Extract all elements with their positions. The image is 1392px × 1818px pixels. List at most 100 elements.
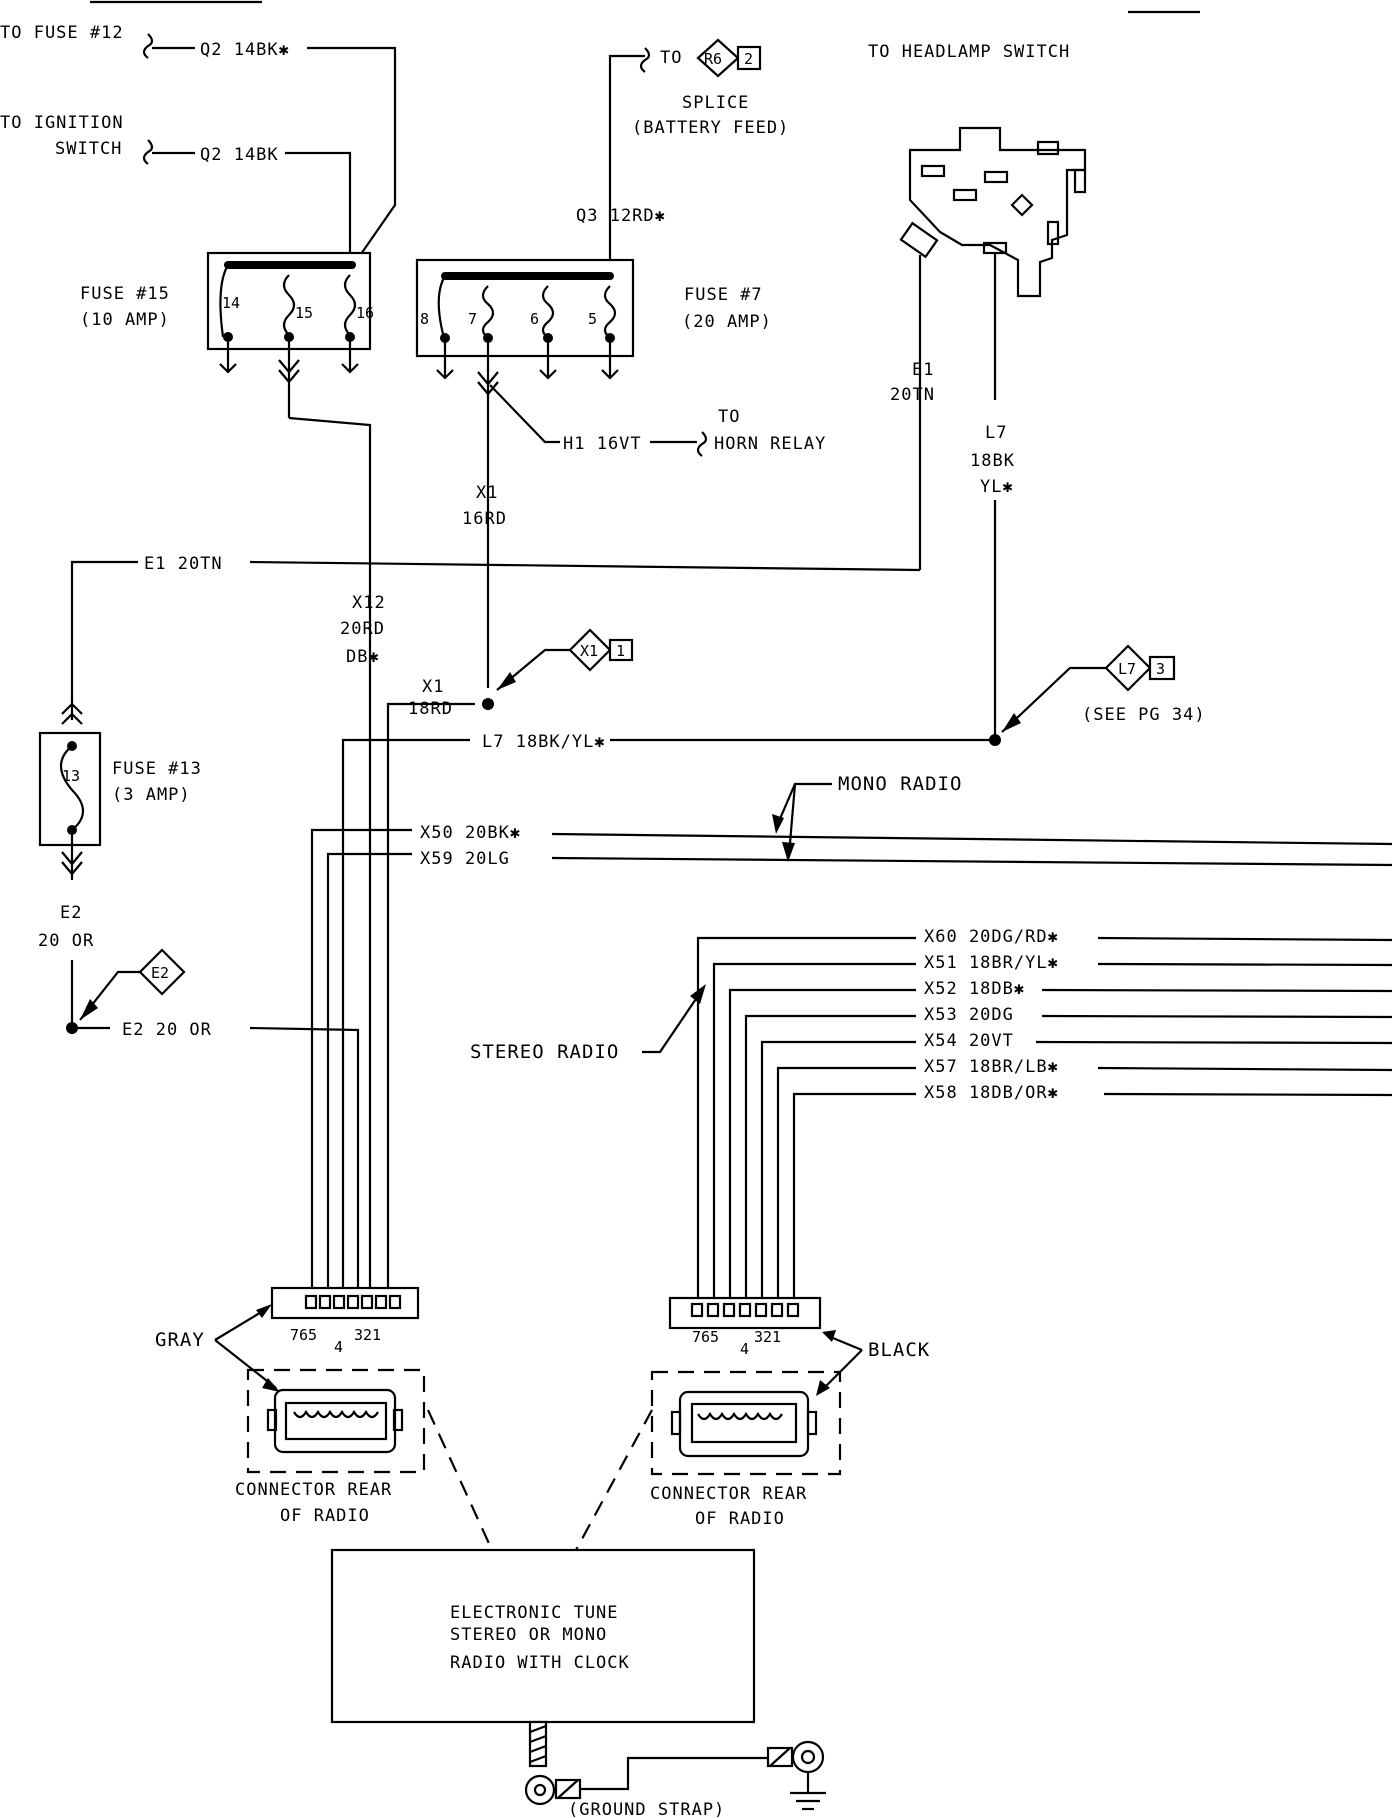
headlamp-switch-body xyxy=(908,126,1087,298)
fuse7-pin-5: 5 xyxy=(588,310,597,328)
splice-label: SPLICE xyxy=(682,93,749,113)
headlamp-switch: E1 20TN L7 18BK YL✱ xyxy=(890,126,1087,740)
fuse13-link xyxy=(59,745,85,831)
pin-row xyxy=(293,1409,379,1419)
x52-label: X52 18DB✱ xyxy=(924,979,1025,999)
arrow-down-icon xyxy=(436,369,454,380)
x58-label: X58 18DB/OR✱ xyxy=(924,1083,1059,1103)
connector-chevron-icon xyxy=(477,371,499,386)
splice-dot xyxy=(482,698,494,710)
see-pg-label: (SEE PG 34) xyxy=(1082,705,1206,725)
arrow-icon xyxy=(497,672,516,690)
fuse7-link-8 xyxy=(437,275,446,339)
arrow-down-icon xyxy=(219,363,237,374)
e2-wire: E2 20 OR E2 E2 20 OR xyxy=(38,903,360,1290)
leader-line xyxy=(575,1409,653,1551)
x12-20rd-label: 20RD xyxy=(340,619,385,639)
radio-unit: ELECTRONIC TUNE STEREO OR MONO RADIO WIT… xyxy=(330,1548,756,1724)
h1-16vt-label: H1 16VT xyxy=(563,434,642,454)
arrow-icon xyxy=(772,814,784,834)
fuse7-link-7 xyxy=(481,285,495,339)
x1-16rd-label: 16RD xyxy=(462,509,507,529)
e1-label: E1 xyxy=(912,360,934,380)
fuse13-num: 13 xyxy=(62,767,80,785)
gray-label: GRAY xyxy=(155,1329,205,1351)
black-connector-rear-label: CONNECTOR REAR xyxy=(650,1484,807,1504)
fuse-15: 14 15 16 FUSE #15 (10 AMP) xyxy=(80,251,374,418)
battery-feed-label: (BATTERY FEED) xyxy=(632,118,789,138)
stereo-radio-bus: X60 20DG/RD✱ X51 18BR/YL✱ X52 18DB✱ X53 … xyxy=(470,927,1392,1300)
e2-20or-horizontal-label: E2 20 OR xyxy=(122,1020,212,1040)
fuse7-pin-7: 7 xyxy=(468,310,477,328)
fuse15-pin-15: 15 xyxy=(295,304,313,322)
fuse-13: 13 FUSE #13 (3 AMP) xyxy=(38,731,201,880)
x1-splice: X1 1 X1 18RD xyxy=(386,628,634,1290)
fuse7-link-5 xyxy=(603,285,617,339)
e1-20tn-horizontal-label: E1 20TN xyxy=(144,554,223,574)
arrow-down-icon xyxy=(539,369,557,380)
gray-pins-765: 765 xyxy=(290,1326,317,1344)
to-horn-label: TO xyxy=(718,407,740,427)
gray-of-radio-label: OF RADIO xyxy=(280,1506,370,1526)
pin-row xyxy=(697,1411,783,1421)
break-symbol xyxy=(142,33,154,59)
l7-diamond-id: L7 xyxy=(1118,660,1136,678)
r6-id: R6 xyxy=(704,50,722,68)
gray-connector-rear-label: CONNECTOR REAR xyxy=(235,1480,392,1500)
x1b-label: X1 xyxy=(422,677,444,697)
arrow-icon xyxy=(262,1378,280,1392)
x1-label: X1 xyxy=(476,483,498,503)
gray-rear-view-frame xyxy=(246,1368,426,1474)
q3-12rd-label: Q3 12RD✱ xyxy=(576,206,666,226)
x12-wire: X12 20RD DB✱ xyxy=(288,416,385,1290)
arrow-icon xyxy=(690,984,706,1004)
e1-20tn-label: 20TN xyxy=(890,385,935,405)
e1-wire: E1 20TN xyxy=(61,554,921,725)
fuse7-amp: (20 AMP) xyxy=(682,312,772,332)
black-pin-4: 4 xyxy=(740,1340,749,1358)
ground-strap: (GROUND STRAP) xyxy=(524,1720,826,1818)
arrow-icon xyxy=(816,1380,830,1396)
black-of-radio-label: OF RADIO xyxy=(695,1509,785,1529)
horn-relay-branch: H1 16VT TO HORN RELAY xyxy=(489,384,825,457)
arrow-icon xyxy=(782,842,795,862)
x1-diamond-num: 1 xyxy=(616,642,625,660)
arrow-down-icon xyxy=(341,363,359,374)
break-symbol xyxy=(696,431,708,457)
l7-splice: L7 3 (SEE PG 34) L7 18BK/YL✱ xyxy=(341,644,1206,1290)
e2-label: E2 xyxy=(60,903,82,923)
e2-diamond-id: E2 xyxy=(151,964,169,982)
e2-diamond xyxy=(138,948,186,996)
connector-chevron-icon xyxy=(61,861,83,876)
fuse15-link-14 xyxy=(219,264,229,338)
r6-num: 2 xyxy=(744,50,753,68)
black-connector: 765 4 321 BLACK CONNECTOR REAR OF RADIO xyxy=(650,1296,929,1529)
break-symbol xyxy=(639,47,651,73)
connector-chevron-icon xyxy=(278,359,300,374)
gray-pins-321: 321 xyxy=(354,1326,381,1344)
fuse15-pin-16: 16 xyxy=(356,304,374,322)
ignition-feed: TO IGNITION SWITCH Q2 14BK xyxy=(0,113,352,263)
x51-label: X51 18BR/YL✱ xyxy=(924,953,1059,973)
leader-line xyxy=(426,1409,494,1551)
arrow-icon xyxy=(822,1330,836,1342)
to-ignition-label: TO IGNITION xyxy=(0,113,124,133)
x57-label: X57 18BR/LB✱ xyxy=(924,1057,1059,1077)
ring-terminal-icon xyxy=(791,1740,825,1774)
black-pins-765: 765 xyxy=(692,1328,719,1346)
l7-diamond-num: 3 xyxy=(1156,660,1165,678)
fuse15-link-15 xyxy=(282,274,296,336)
q2-14bk-label: Q2 14BK xyxy=(200,145,279,165)
radio-ground-stud xyxy=(528,1720,548,1768)
x59-label: X59 20LG xyxy=(420,849,510,869)
gray-pin-4: 4 xyxy=(334,1338,343,1356)
connector-chevron-icon xyxy=(61,702,83,715)
x12-db-label: DB✱ xyxy=(346,647,380,667)
black-pins-321: 321 xyxy=(754,1328,781,1346)
x54-label: X54 20VT xyxy=(924,1031,1014,1051)
r6-page-box xyxy=(736,45,762,71)
gray-connector-rear xyxy=(273,1388,397,1454)
x1-diamond-id: X1 xyxy=(580,642,598,660)
x60-label: X60 20DG/RD✱ xyxy=(924,927,1059,947)
mono-radio-label: MONO RADIO xyxy=(838,773,962,795)
